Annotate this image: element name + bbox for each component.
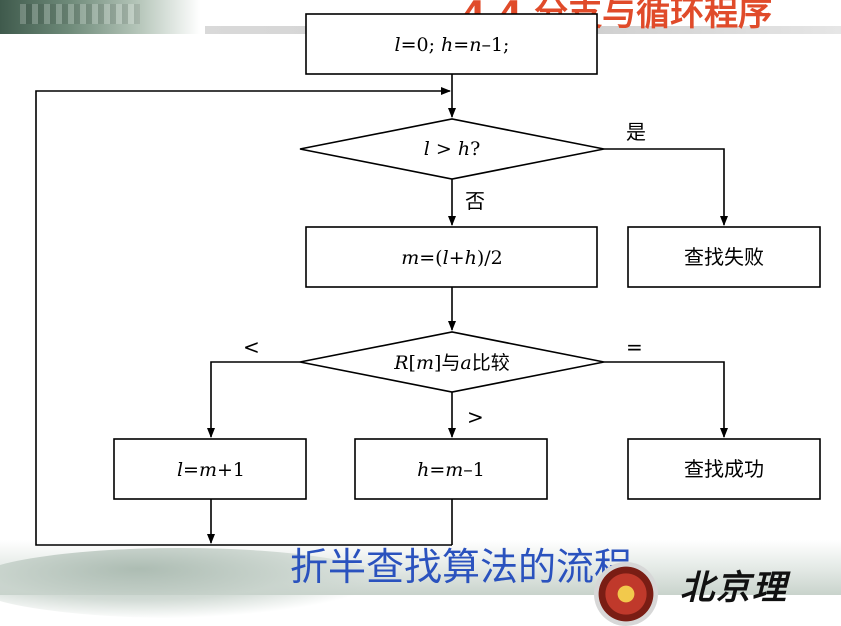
edge-compare-less [207, 361, 300, 438]
edge-compare-equal [604, 361, 728, 438]
edge-label-equal: = [626, 335, 643, 359]
edge-label-yes: 是 [626, 120, 646, 144]
init-box [305, 13, 598, 75]
edge-label-greater: > [467, 405, 484, 429]
figure-caption: 折半查找算法的流程 [290, 545, 633, 589]
midpoint-box [305, 226, 598, 288]
init-label: l=0; h=n–1; [395, 34, 510, 56]
edge-loop-back [35, 87, 452, 546]
header-photo-decoration [0, 0, 200, 34]
fail-box [627, 226, 821, 288]
loop-test-label: l > h? [424, 138, 481, 160]
compare-label: R[m]与a比较 [393, 352, 510, 374]
set-low-box [113, 438, 307, 500]
success-box [627, 438, 821, 500]
edge-label-less: < [243, 335, 260, 359]
fail-label: 查找失败 [684, 245, 764, 269]
midpoint-label: m=(l+h)/2 [401, 247, 503, 269]
edge-test-yes [604, 148, 728, 226]
set-low-label: l=m+1 [177, 459, 245, 481]
set-high-box [354, 438, 548, 500]
set-high-label: h=m–1 [417, 459, 485, 481]
edge-label-no: 否 [465, 189, 485, 213]
binary-search-flowchart: l=0; h=n–1; l > h? m=(l+h)/2 查找失败 R[m]与a… [35, 13, 821, 546]
success-label: 查找成功 [684, 457, 764, 481]
